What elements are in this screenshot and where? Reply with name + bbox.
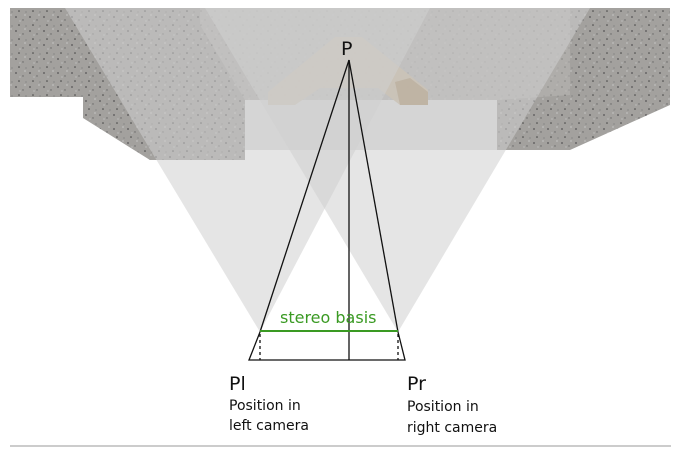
right-caption-1: Position in [407, 399, 479, 415]
geometry-lines [248, 59, 406, 361]
right-ray [348, 59, 399, 333]
right-point-label: Pr [407, 373, 426, 395]
left-caption-2: left camera [229, 418, 309, 434]
camera-cones [65, 8, 590, 332]
left-caption-1: Position in [229, 398, 301, 414]
baseline-trapezoid [248, 331, 406, 361]
left-ray [259, 59, 350, 333]
left-point-label: Pl [229, 373, 246, 395]
stereo-basis-label: stereo basis [280, 308, 377, 327]
point-p-label: P [341, 38, 353, 60]
right-caption-2: right camera [407, 420, 498, 436]
